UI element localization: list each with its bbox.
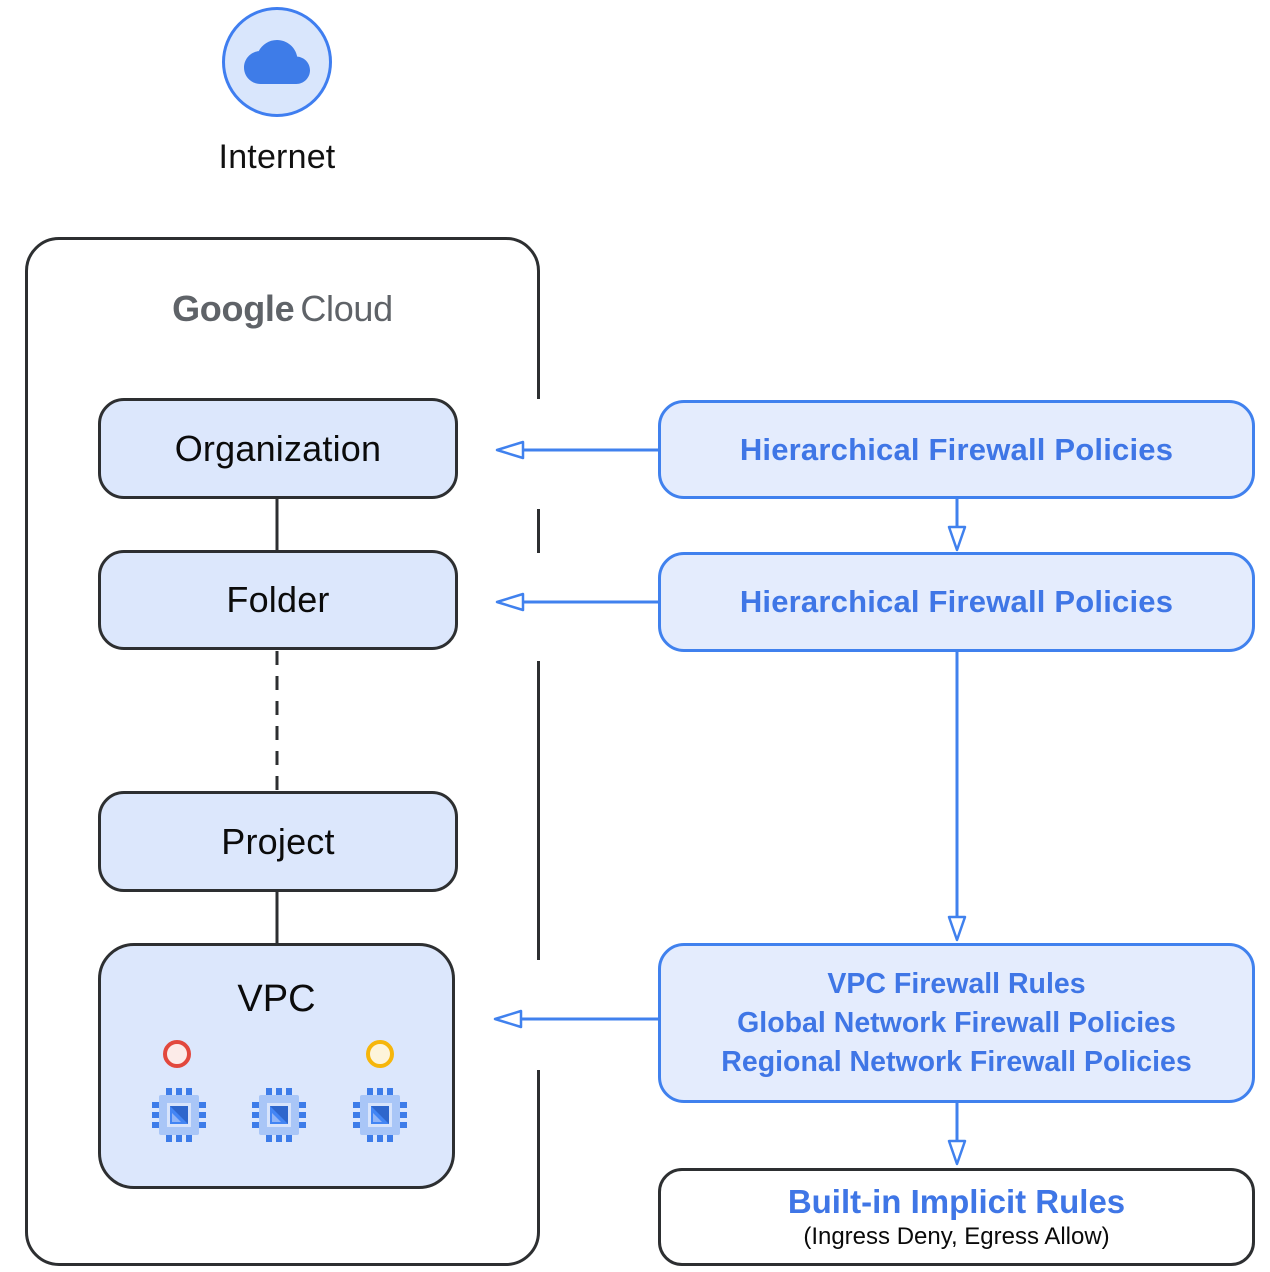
internet-label: Internet (218, 138, 336, 176)
folder-box: Folder (98, 550, 458, 650)
project-label: Project (221, 820, 335, 862)
regional-network-firewall-policies-line: Regional Network Firewall Policies (721, 1045, 1192, 1078)
google-wordmark: Google (172, 288, 295, 329)
vm-instance-icon (152, 1088, 206, 1142)
boundary-gap (533, 399, 545, 509)
vm-instance-icon (252, 1088, 306, 1142)
builtin-implicit-rules-box: Built-in Implicit Rules (Ingress Deny, E… (658, 1168, 1255, 1266)
organization-label: Organization (174, 427, 382, 469)
google-cloud-boundary (25, 237, 540, 1266)
red-status-dot (163, 1040, 191, 1068)
arrow-hfpfolder-to-vpcrules (947, 652, 967, 942)
builtin-rules-title: Built-in Implicit Rules (787, 1183, 1126, 1220)
yellow-status-dot (366, 1040, 394, 1068)
builtin-rules-subtitle: (Ingress Deny, Egress Allow) (803, 1223, 1110, 1250)
folder-label: Folder (226, 579, 330, 620)
hierarchical-firewall-policies-org-box: Hierarchical Firewall Policies (658, 400, 1255, 499)
global-network-firewall-policies-line: Global Network Firewall Policies (737, 1006, 1176, 1039)
project-box: Project (98, 791, 458, 892)
organization-box: Organization (98, 398, 458, 499)
cloud-icon (244, 40, 310, 84)
vpc-label: VPC (237, 978, 316, 1020)
hierarchical-firewall-policies-folder-box: Hierarchical Firewall Policies (658, 552, 1255, 652)
vpc-box: VPC (98, 943, 455, 1189)
cloud-wordmark: Cloud (300, 288, 393, 329)
arrow-hfporg-to-hfpfolder (947, 499, 967, 552)
vm-instance-icon (353, 1088, 407, 1142)
boundary-gap (533, 553, 545, 661)
internet-icon (222, 7, 332, 117)
arrow-vpcrules-to-builtin (947, 1103, 967, 1166)
hfp-org-label: Hierarchical Firewall Policies (739, 431, 1174, 467)
vpc-firewall-rules-box: VPC Firewall Rules Global Network Firewa… (658, 943, 1255, 1103)
hfp-folder-label: Hierarchical Firewall Policies (739, 584, 1174, 619)
vpc-firewall-rules-line: VPC Firewall Rules (827, 967, 1086, 1000)
boundary-gap (533, 960, 545, 1070)
